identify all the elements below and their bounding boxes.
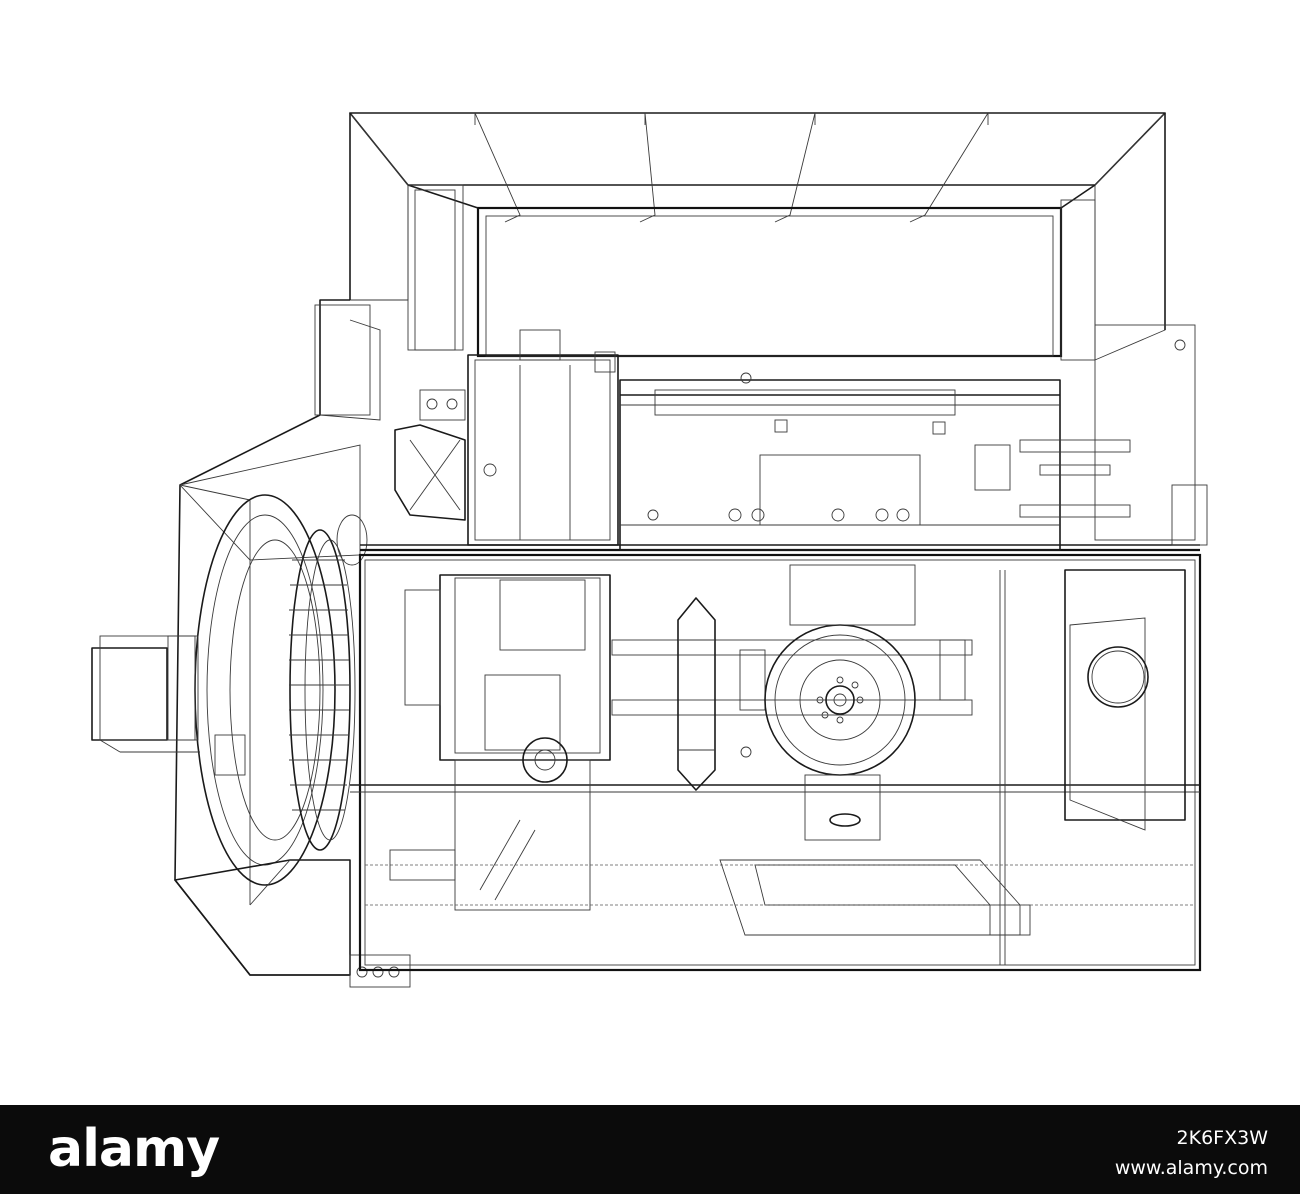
lower-mechanism [365,564,1195,936]
site-url[interactable]: www.alamy.com [1114,1157,1268,1179]
main-enclosure [350,544,1202,972]
left-housing [91,299,411,988]
upper-mechanism [394,324,1208,551]
coil-stripes [289,559,349,811]
illustration-area [91,111,1208,988]
footer-bar: alamy 2K6FX3W www.alamy.com [0,1105,1300,1194]
brand-logo[interactable]: alamy [48,1119,220,1179]
roof-frame [349,111,1166,361]
image-id: 2K6FX3W [1176,1127,1268,1149]
machine-wireframe-icon [91,111,1208,988]
